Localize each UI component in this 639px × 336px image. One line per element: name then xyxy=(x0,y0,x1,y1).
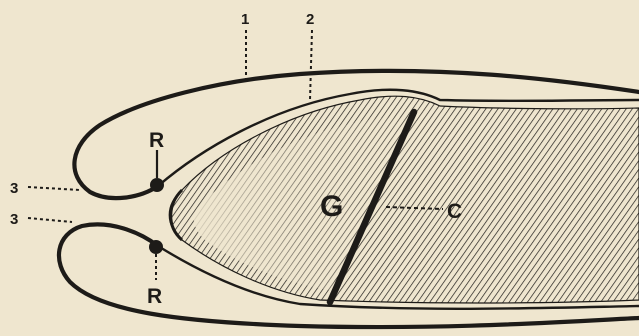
label-1: 1 xyxy=(241,11,249,28)
label-r-upper: R xyxy=(149,129,164,152)
label-r-lower: R xyxy=(147,285,162,308)
label-c: C xyxy=(447,200,462,223)
label-g: G xyxy=(320,190,343,223)
label-2: 2 xyxy=(306,11,314,28)
point-r-lower-dot xyxy=(149,240,163,254)
label-3-upper: 3 xyxy=(10,180,18,197)
label-3-lower: 3 xyxy=(10,211,18,228)
point-r-upper-dot xyxy=(150,178,164,192)
